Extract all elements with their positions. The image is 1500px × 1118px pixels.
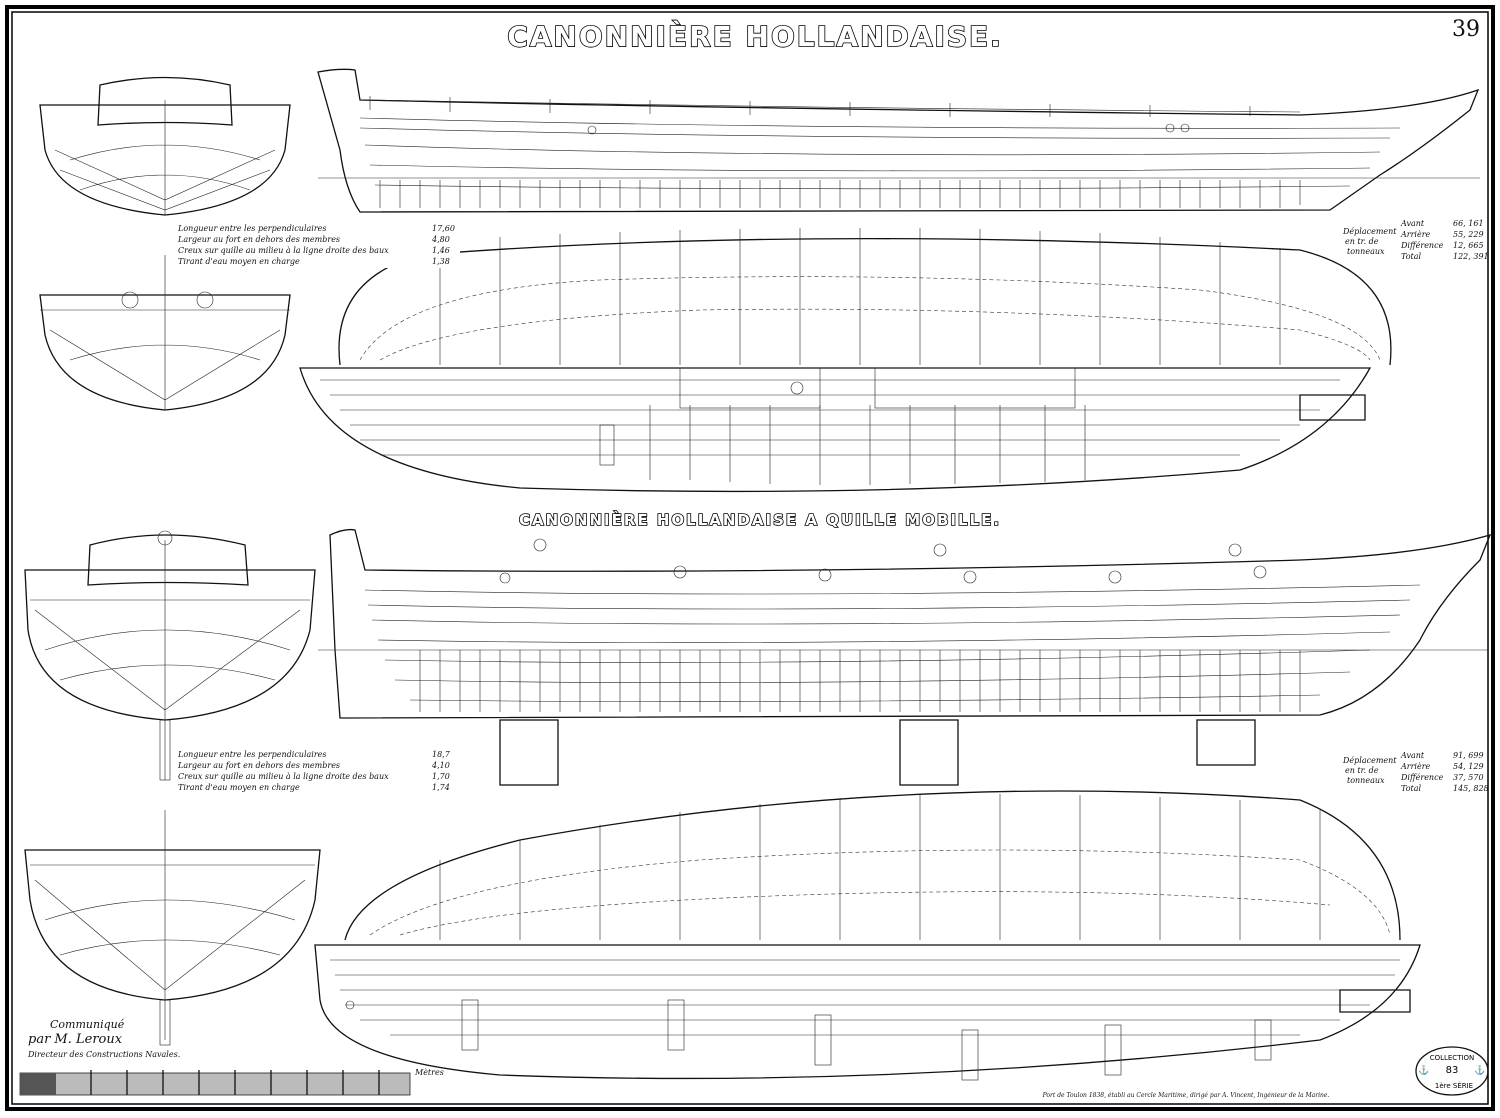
ship1-waterline-ticks xyxy=(379,180,1301,208)
svg-text:1,74: 1,74 xyxy=(432,783,450,792)
svg-text:91, 699: 91, 699 xyxy=(1453,751,1484,760)
ship1-bow-view xyxy=(39,255,291,411)
ship1-profile xyxy=(317,68,1480,213)
svg-text:Largeur au fort en dehors des: Largeur au fort en dehors des membres xyxy=(177,235,340,244)
ship2-stern-view xyxy=(24,530,316,781)
ship2-displacement: Déplacement en tr. de tonneaux Avant 91, … xyxy=(1340,749,1489,795)
svg-text:par M. Leroux: par M. Leroux xyxy=(28,1032,123,1047)
svg-text:Déplacement: Déplacement xyxy=(1342,227,1397,236)
svg-text:Creux sur quille au milieu à l: Creux sur quille au milieu à la ligne dr… xyxy=(178,772,389,781)
svg-text:COLLECTION: COLLECTION xyxy=(1430,1054,1475,1062)
svg-text:Creux sur quille au milieu à l: Creux sur quille au milieu à la ligne dr… xyxy=(178,246,389,255)
scale-bar: Mètres xyxy=(19,1068,444,1096)
svg-text:Longueur entre les perpendicul: Longueur entre les perpendiculaires xyxy=(177,750,327,759)
ship1-displacement: Déplacement en tr. de tonneaux Avant 66, … xyxy=(1340,217,1489,263)
svg-text:83: 83 xyxy=(1446,1065,1459,1076)
svg-text:1,70: 1,70 xyxy=(432,772,450,781)
svg-text:Arrière: Arrière xyxy=(1400,762,1431,771)
ship2-profile xyxy=(318,528,1492,719)
plate-subtitle: CANONNIÈRE HOLLANDAISE A QUILLE MOBILLE. xyxy=(519,510,1001,529)
svg-text:Différence: Différence xyxy=(1400,241,1444,250)
ship2-deck-plan xyxy=(314,944,1421,1081)
plate-title: CANONNIÈRE HOLLANDAISE. xyxy=(507,19,1003,53)
svg-text:Tirant d'eau moyen en charge: Tirant d'eau moyen en charge xyxy=(178,783,300,792)
svg-text:Total: Total xyxy=(1401,784,1422,793)
svg-text:1,46: 1,46 xyxy=(432,246,450,255)
svg-text:en tr. de: en tr. de xyxy=(1345,237,1379,246)
ship2-bow-view xyxy=(24,810,321,1046)
svg-text:Longueur entre les perpendicul: Longueur entre les perpendiculaires xyxy=(177,224,327,233)
ship2-lee-boards xyxy=(499,719,1256,786)
svg-text:Arrière: Arrière xyxy=(1400,230,1431,239)
svg-text:37, 570: 37, 570 xyxy=(1453,773,1484,782)
svg-text:Total: Total xyxy=(1401,252,1422,261)
signature-block: Communiqué par M. Leroux Directeur des C… xyxy=(27,1018,180,1059)
svg-text:4,80: 4,80 xyxy=(431,235,450,244)
credit-line: Port de Toulon 1838, établi au Cercle Ma… xyxy=(1042,1092,1330,1099)
svg-text:17,60: 17,60 xyxy=(432,224,455,233)
svg-text:66, 161: 66, 161 xyxy=(1453,219,1484,228)
collection-stamp: COLLECTION 83 1ère SÉRIE ⚓ ⚓ xyxy=(1415,1046,1489,1096)
plate-number: 39 xyxy=(1452,17,1480,42)
svg-text:Déplacement: Déplacement xyxy=(1342,756,1397,765)
outer-border xyxy=(5,5,1495,1111)
svg-text:Largeur au fort en dehors des: Largeur au fort en dehors des membres xyxy=(177,761,340,770)
svg-text:Communiqué: Communiqué xyxy=(50,1018,125,1031)
svg-text:Différence: Différence xyxy=(1400,773,1444,782)
svg-text:Avant: Avant xyxy=(1400,751,1425,760)
svg-text:55, 229: 55, 229 xyxy=(1453,230,1484,239)
svg-text:1ère SÉRIE: 1ère SÉRIE xyxy=(1435,1081,1473,1090)
ship1-deck-plan xyxy=(299,367,1372,493)
inner-border xyxy=(11,11,1489,1105)
scale-unit-label: Mètres xyxy=(414,1068,444,1077)
svg-text:en tr. de: en tr. de xyxy=(1345,766,1379,775)
svg-text:145, 828: 145, 828 xyxy=(1453,784,1489,793)
ship2-half-breadth-plan xyxy=(344,790,1401,941)
ship1-dimensions: Longueur entre les perpendiculaires 17,60… xyxy=(174,222,460,268)
ship1-half-breadth-plan xyxy=(338,228,1392,366)
anchor-icon: ⚓ xyxy=(1418,1064,1429,1076)
svg-text:18,7: 18,7 xyxy=(432,750,451,759)
svg-text:54, 129: 54, 129 xyxy=(1453,762,1484,771)
svg-text:Directeur des Constructions Na: Directeur des Constructions Navales. xyxy=(27,1050,180,1059)
anchor-icon: ⚓ xyxy=(1474,1064,1485,1076)
svg-text:tonneaux: tonneaux xyxy=(1347,776,1385,785)
svg-text:tonneaux: tonneaux xyxy=(1347,247,1385,256)
svg-text:1,38: 1,38 xyxy=(432,257,450,266)
svg-text:Avant: Avant xyxy=(1400,219,1425,228)
svg-text:Tirant d'eau moyen en charge: Tirant d'eau moyen en charge xyxy=(178,257,300,266)
svg-text:12, 665: 12, 665 xyxy=(1453,241,1484,250)
ship1-stern-view xyxy=(39,76,291,216)
svg-text:4,10: 4,10 xyxy=(431,761,450,770)
svg-text:122, 391: 122, 391 xyxy=(1453,252,1489,261)
